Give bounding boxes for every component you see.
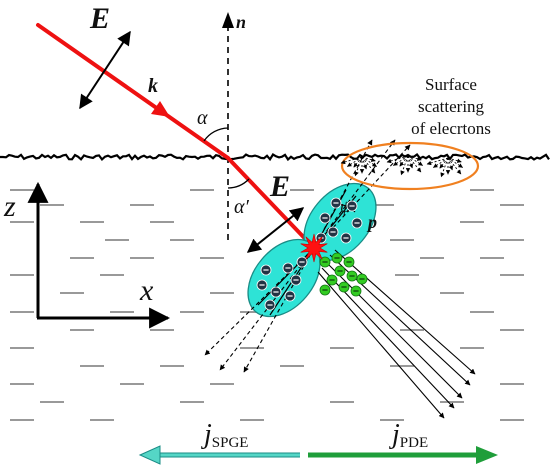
j-pde-subscript: PDE [400, 435, 428, 451]
trajectory-line [243, 247, 315, 373]
trajectory-line [317, 271, 445, 419]
red-star-absorption-icon [300, 233, 328, 263]
scattering-ray [354, 156, 363, 177]
j-spge-arrowhead [138, 445, 161, 465]
scattering-ray [440, 157, 449, 178]
refracted-E-label: E [269, 170, 290, 203]
z-axis-label: z [3, 190, 16, 223]
coordinate-axes: z x [3, 181, 171, 329]
scattering-ray [400, 155, 409, 176]
p-label: p [366, 212, 377, 232]
scattering-ray [393, 155, 409, 166]
j-spge-subscript: SPGE [212, 435, 249, 451]
current-arrows: jSPGE jPDE [138, 419, 498, 465]
scattering-ray [433, 157, 449, 168]
surface-line [0, 153, 550, 162]
alpha-prime-label: α′ [234, 196, 249, 218]
incident-beam-arrowhead [151, 101, 170, 117]
trajectory-line [204, 247, 315, 356]
trajectory-line [313, 139, 396, 249]
psi-label: ψ [340, 197, 351, 216]
alpha-prime-arc [227, 178, 250, 189]
scattering-ray [347, 156, 363, 167]
scattering-ray [361, 156, 377, 167]
surface-scattering-ellipse [340, 141, 480, 191]
normal-arrowhead [222, 12, 234, 28]
electrons-group [256, 197, 368, 311]
j-spge-label: jSPGE [201, 419, 248, 451]
scattering-ray [361, 156, 376, 174]
k-label: k [148, 75, 158, 97]
incident-beam [36, 23, 230, 160]
scattering-ray [447, 157, 462, 175]
alpha-label: α [197, 107, 208, 129]
refracted-polarization-arrow [246, 207, 305, 253]
bulk-background-dashes [10, 189, 524, 421]
trajectory-line [334, 249, 476, 375]
scattering-ray [447, 157, 463, 168]
scattering-ray [407, 155, 422, 173]
scattering-ray [407, 155, 423, 166]
incident-polarization-arrow [79, 30, 131, 110]
j-pde-arrowhead [476, 446, 498, 464]
scattering-ray [361, 156, 368, 170]
surface-label-line3: of elecrtons [411, 119, 491, 138]
normal-label: n [236, 12, 246, 32]
x-axis-label: x [139, 274, 154, 307]
alpha-arc [203, 127, 229, 142]
j-pde-label: jPDE [389, 419, 428, 451]
incident-E-label: E [89, 2, 110, 35]
surface-label-line1: Surface [425, 75, 477, 94]
surface-label-line2: scattering [418, 97, 485, 116]
surface-scattering-rays [340, 155, 463, 178]
